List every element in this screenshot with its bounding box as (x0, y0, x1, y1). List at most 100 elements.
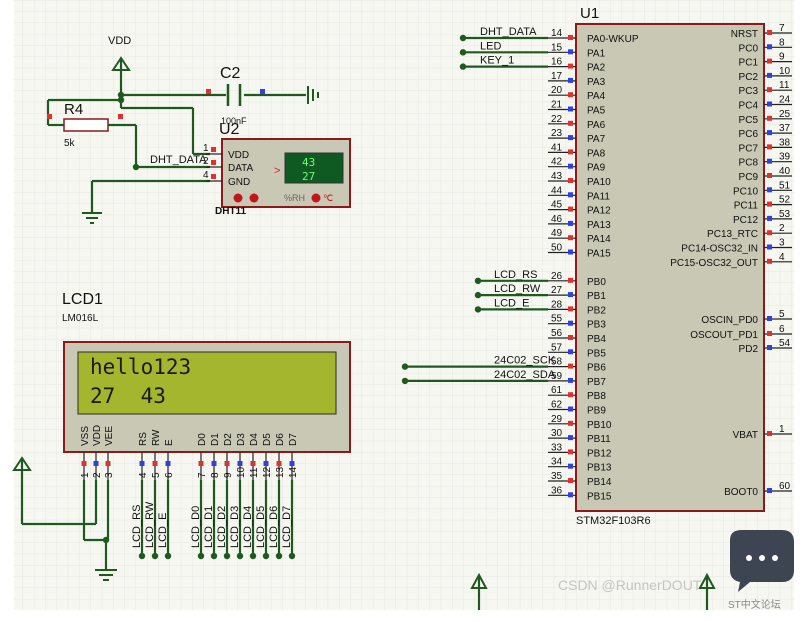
lcd-screen (77, 351, 337, 415)
mcu-pin-marker (767, 72, 772, 78)
lcd-part: LM016L (62, 313, 99, 324)
mcu-pin-name: PA2 (587, 63, 606, 74)
capacitor-pin-marker (260, 89, 265, 94)
mcu-pin-name: PB1 (587, 291, 606, 302)
mcu-pin-name: PA8 (587, 148, 606, 159)
dht-temp-down-button[interactable] (233, 193, 243, 203)
mcu-pin-number: 58 (551, 357, 563, 368)
mcu-pin-name: PA1 (587, 48, 606, 59)
mcu-pin-name: PC7 (739, 143, 759, 154)
dht-pin-marker (211, 147, 216, 152)
mcu-pin-number: 23 (551, 128, 563, 139)
mcu-pin-name: PB5 (587, 348, 606, 359)
mcu-pin-name: PC14-OSC32_IN (681, 244, 758, 255)
junction-dot (275, 552, 283, 560)
mcu-pin-number: 3 (779, 238, 785, 249)
forum-badge: ST中文论坛 (728, 530, 794, 611)
mcu-pin-number: 28 (551, 299, 563, 310)
lcd-net-label: LCD_RS (131, 505, 143, 548)
lcd-net-label: LCD_D3 (229, 506, 241, 548)
mcu-pin-name: PC9 (739, 172, 759, 183)
mcu-pin-marker (568, 320, 573, 326)
mcu-pin-number: 54 (779, 338, 791, 349)
mcu-pin-marker (568, 492, 573, 498)
mcu-pin-marker (767, 230, 772, 236)
lcd-pin-name: D1 (210, 433, 221, 446)
mcu-pin-number: 34 (551, 457, 563, 468)
mcu-pin-name: PC13_RTC (707, 229, 758, 240)
junction-dot (401, 363, 409, 370)
mcu-pin-number: 59 (551, 371, 563, 382)
mcu-pin-number: 38 (779, 137, 791, 148)
mcu-pin-number: 15 (551, 42, 563, 53)
mcu-pin-number: 57 (551, 342, 563, 353)
lcd-pin-name: D6 (275, 433, 286, 446)
dht-humidity-value: 43 (302, 156, 315, 169)
lcd-pin-marker (81, 461, 87, 466)
mcu-pin-name: PB11 (587, 434, 611, 445)
mcu-pin-number: 11 (779, 80, 790, 91)
mcu-pin-number: 6 (779, 324, 785, 335)
mcu-pin-marker (568, 192, 573, 198)
junction-dot (474, 291, 482, 299)
mcu-pin-marker (767, 345, 772, 350)
resistor-pin-marker (47, 114, 52, 119)
lcd-pin-name: RW (151, 429, 162, 446)
mcu-pin-number: 39 (779, 152, 791, 163)
lcd-line-1: hello123 (90, 355, 191, 379)
lcd-net-label: LCD_D4 (242, 506, 254, 548)
mcu-pin-number: 24 (779, 95, 791, 106)
mcu-pin-number: 45 (551, 200, 563, 211)
dht-ref: U2 (219, 121, 240, 138)
dht-pin-number: 4 (203, 170, 209, 181)
dht-temp-up-button[interactable] (249, 193, 259, 203)
mcu-pin-name: PA4 (587, 91, 606, 102)
junction-dot (210, 552, 218, 560)
mcu-pin-number: 49 (551, 228, 563, 239)
mcu-pin-name: PC5 (739, 115, 759, 126)
mcu-pin-name: PB10 (587, 420, 612, 431)
net-label: 24C02_SDA (494, 369, 556, 381)
mcu-pin-marker (568, 349, 573, 355)
lcd-module[interactable]: LCD1 LM016L hello123 27 43 VSS1VDD2VEE3R… (62, 291, 351, 560)
net-label: LCD_RS (494, 269, 537, 281)
dht-pin-marker (211, 160, 216, 165)
mcu-pin-name: PA15 (587, 249, 611, 260)
lcd-pin-number: 10 (236, 466, 247, 478)
mcu-pin-number: 51 (779, 180, 791, 191)
lcd-pin-number: 11 (249, 467, 260, 478)
lcd-pin-marker (105, 461, 111, 466)
dht-pin-number: 2 (203, 156, 209, 167)
dht-pin-name: GND (228, 177, 250, 188)
lcd-net-label: LCD_RW (144, 501, 156, 548)
power-network: VDD C2 100nF R4 5k DHT_DATA (46, 35, 319, 224)
mcu-pin-name: PC6 (739, 129, 759, 140)
mcu-pin-number: 26 (551, 271, 563, 282)
lcd-pin-marker (211, 461, 217, 466)
mcu-pin-name: PA11 (587, 191, 610, 202)
watermark-text: CSDN @RunnerDOUT (558, 577, 702, 593)
mcu-pin-name: PB7 (587, 377, 606, 388)
lcd-pin-number: 6 (164, 472, 175, 478)
mcu-pin-name: OSCOUT_PD1 (690, 330, 758, 341)
dht-data-net-label: DHT_DATA (150, 154, 207, 166)
net-label: DHT_DATA (480, 26, 537, 38)
vdd-label: VDD (108, 35, 131, 47)
dht-pin-name: VDD (228, 150, 249, 161)
mcu-pin-number: 16 (551, 57, 563, 68)
mcu-pin-name: PB14 (587, 477, 612, 488)
junction-dot (288, 552, 296, 560)
junction-dot (459, 34, 467, 42)
junction-dot (474, 306, 482, 313)
mcu-pin-marker (568, 220, 573, 226)
junction-dot (102, 536, 110, 544)
stm32-mcu[interactable]: U1 STM32F103R6 14PA0-WKUPDHT_DATA15PA1LE… (401, 5, 792, 527)
dht-deg-label: ℃ (323, 193, 333, 203)
mcu-pin-number: 44 (551, 185, 563, 196)
mcu-pin-number: 33 (551, 442, 563, 453)
dht-humidity-button[interactable] (311, 193, 321, 203)
junction-dot (117, 96, 125, 104)
mcu-pin-number: 17 (551, 71, 563, 82)
mcu-pin-number: 46 (551, 214, 563, 225)
